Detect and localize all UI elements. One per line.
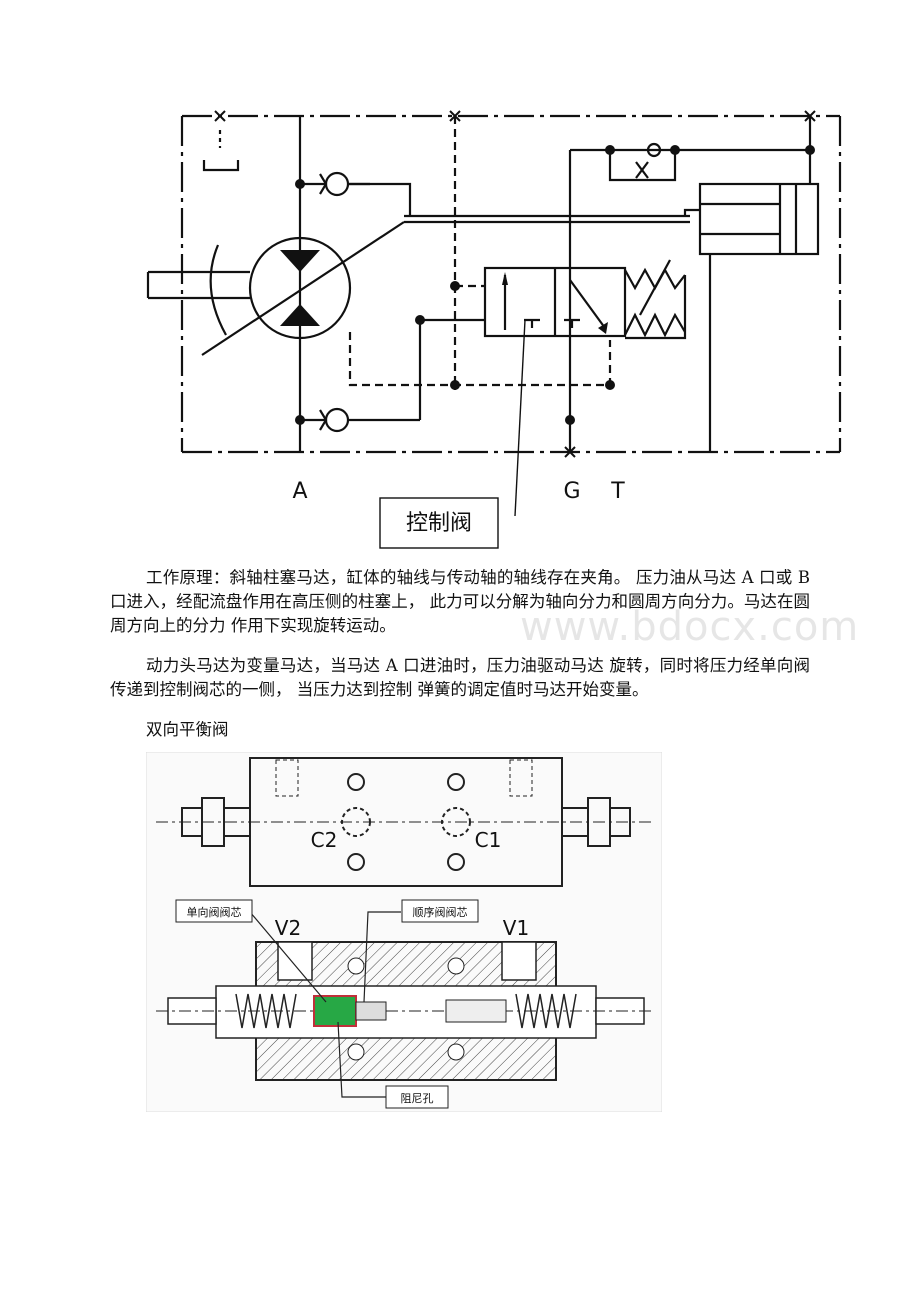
watermark: www.bdocx.com: [520, 604, 860, 650]
port-label-v1: V1: [503, 916, 529, 940]
port-label-g: G: [563, 479, 580, 504]
motor-paragraph: 动力头马达为变量马达，当马达 A 口进油时，压力油驱动马达 旋转，同时将压力经单…: [110, 656, 810, 699]
balance-valve-drawing: C2 C1 单向阀阀芯 顺序阀阀芯 阻尼孔 V2 V1: [146, 752, 662, 1112]
callout-sequence-valve-spool: 顺序阀阀芯: [413, 905, 468, 919]
port-label-c1: C1: [475, 828, 502, 852]
port-label-t: T: [610, 479, 625, 504]
port-label-v2: V2: [275, 916, 301, 940]
port-label-c2: C2: [311, 828, 338, 852]
callout-check-valve-spool: 单向阀阀芯: [187, 905, 242, 919]
port-label-a: A: [292, 479, 307, 504]
control-valve-callout: 控制阀: [406, 511, 472, 536]
principle-paragraph: 工作原理：斜轴柱塞马达，缸体的轴线与传动轴的轴线存在夹角。 压力油从马达 A 口…: [110, 568, 810, 635]
section-heading: 双向平衡阀: [146, 720, 229, 739]
callout-damping-orifice: 阻尼孔: [401, 1092, 434, 1105]
hydraulic-motor-schematic: 控制阀 A G T: [146, 110, 842, 549]
